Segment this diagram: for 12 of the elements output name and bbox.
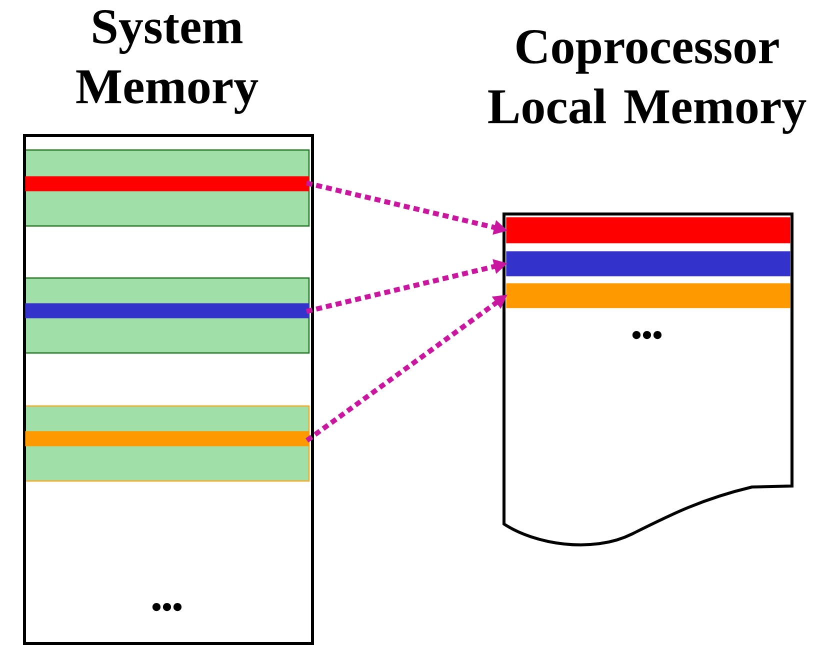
memory-block — [506, 251, 790, 276]
memory-block — [25, 176, 310, 192]
memory-block — [25, 431, 310, 446]
memory-block — [25, 303, 310, 318]
heading: Coprocessor Local Memory — [488, 30, 806, 134]
memory-block — [506, 283, 790, 308]
ellipsis: ••• — [152, 603, 182, 612]
memory-box — [23, 134, 314, 645]
ellipsis: ••• — [632, 331, 662, 340]
memory-block — [506, 217, 790, 244]
heading: System Memory — [76, 10, 258, 114]
memory-box — [502, 212, 794, 546]
